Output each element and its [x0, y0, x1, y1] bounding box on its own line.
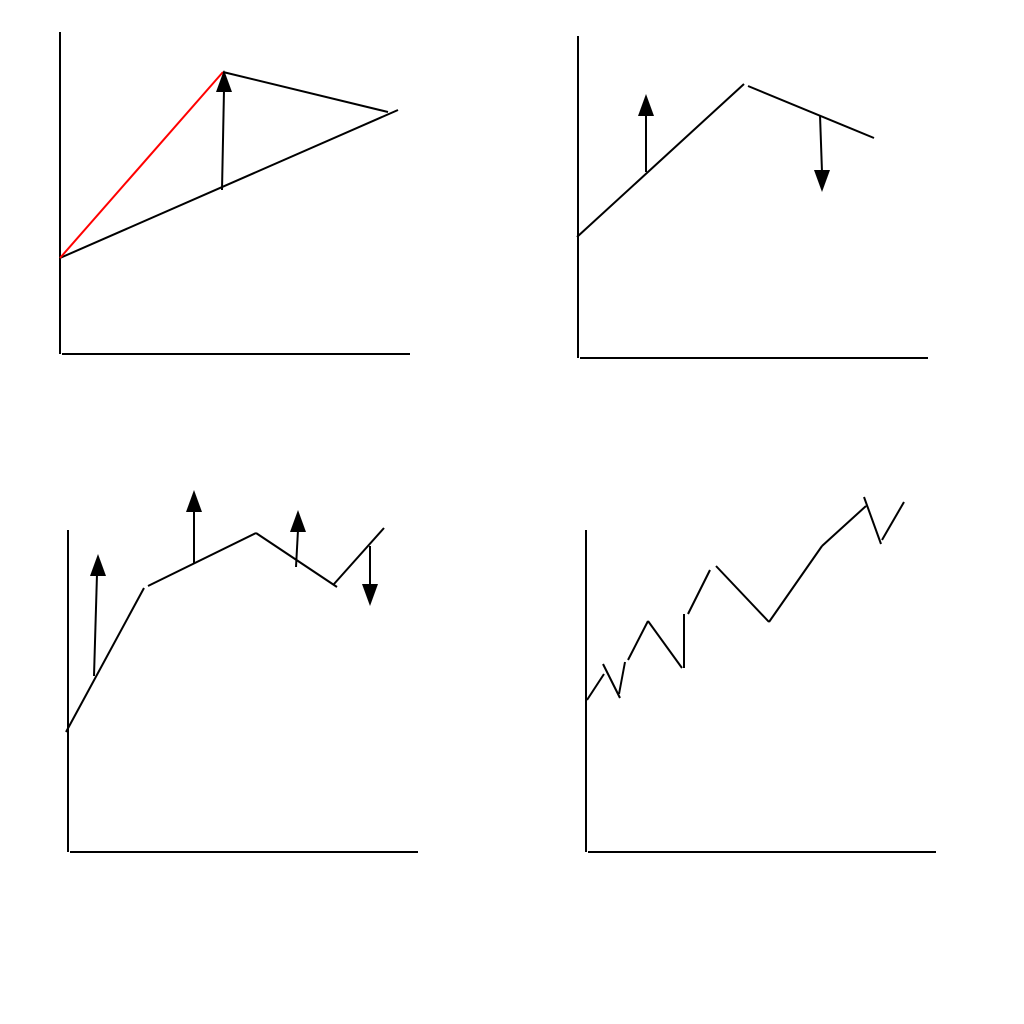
baseline-segment [59, 109, 399, 259]
falling-segment [747, 85, 875, 139]
zigzag-segment [627, 620, 649, 661]
zigzag-segment [602, 663, 621, 699]
panel-top-right [576, 36, 928, 359]
arrow-down-icon [814, 170, 830, 192]
arrow-shaft [819, 114, 823, 173]
arrow-up-icon [216, 70, 232, 92]
zigzag-segment [821, 505, 867, 547]
arrow-shaft [93, 573, 98, 677]
zigzag-segment [715, 565, 770, 623]
panel-bottom-left [65, 490, 418, 853]
panel-top-left [59, 32, 410, 355]
peak-segment [222, 71, 389, 113]
zigzag-segment [881, 501, 905, 541]
arrow-shaft [221, 89, 225, 191]
arrow-shaft [295, 529, 299, 568]
arrow-up-icon [638, 94, 654, 116]
arrow-up-icon [290, 510, 306, 532]
zigzag-segment [768, 545, 823, 623]
zigzag-segment [586, 673, 605, 701]
red-segment [59, 71, 224, 259]
panel-bottom-right [585, 496, 936, 853]
zigzag-segment [618, 661, 626, 695]
rising-segment [576, 83, 745, 238]
arrow-down-icon [362, 584, 378, 606]
segment-1 [65, 587, 145, 733]
segment-4 [333, 527, 385, 585]
zigzag-segment [687, 569, 711, 615]
zigzag-segment [863, 496, 882, 545]
arrow-up-icon [90, 554, 106, 576]
arrow-up-icon [186, 490, 202, 512]
zigzag-segment [647, 620, 683, 669]
segment-2 [147, 532, 257, 587]
